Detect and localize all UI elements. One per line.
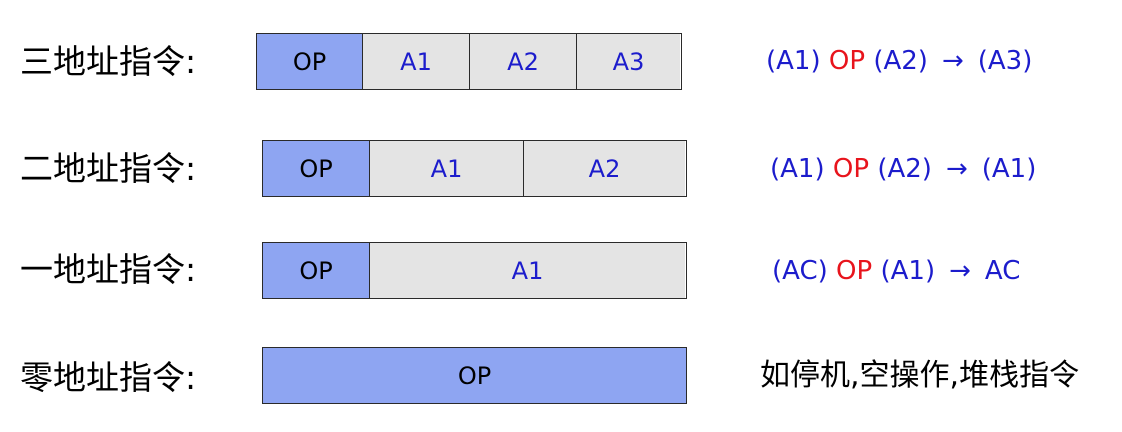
instruction-two-address: OP A1 A2 <box>262 140 687 197</box>
formula-result: (A3) <box>977 46 1033 76</box>
formula-operand-b: (A2) <box>877 154 932 184</box>
formula-op: OP <box>828 46 866 76</box>
instruction-three-address: OP A1 A2 A3 <box>256 33 682 90</box>
zero-address-note: 如停机,空操作,堆栈指令 <box>760 358 1080 393</box>
row-label-three-address: 三地址指令: <box>20 42 197 81</box>
formula-result: (A1) <box>981 154 1037 184</box>
formula-operand-a: (A1) <box>770 154 825 184</box>
field-op: OP <box>263 141 370 196</box>
field-op: OP <box>263 348 686 403</box>
formula-operand-a: (A1) <box>766 46 821 76</box>
field-op: OP <box>263 243 370 298</box>
field-a2: A2 <box>470 34 577 89</box>
instruction-zero-address: OP <box>262 347 687 404</box>
arrow-icon: → <box>941 46 964 76</box>
row-label-one-address: 一地址指令: <box>20 250 197 289</box>
field-a1: A1 <box>370 243 685 298</box>
field-op: OP <box>257 34 363 89</box>
field-a2: A2 <box>524 141 685 196</box>
formula-operand-b: (A1) <box>880 256 936 286</box>
arrow-icon: → <box>945 154 968 184</box>
formula-op: OP <box>836 256 873 286</box>
field-a3: A3 <box>577 34 680 89</box>
formula-three-address: (A1) OP (A2) → (A3) <box>766 48 1032 74</box>
formula-operand-a: (AC) <box>772 256 828 286</box>
arrow-icon: → <box>949 256 971 286</box>
formula-op: OP <box>832 154 870 184</box>
formula-operand-b: (A2) <box>873 46 928 76</box>
formula-result: AC <box>984 256 1021 286</box>
field-a1: A1 <box>363 34 470 89</box>
row-label-two-address: 二地址指令: <box>20 149 197 188</box>
formula-two-address: (A1) OP (A2) → (A1) <box>770 156 1036 182</box>
formula-one-address: (AC) OP (A1) → AC <box>772 258 1020 284</box>
field-a1: A1 <box>370 141 524 196</box>
row-label-zero-address: 零地址指令: <box>20 358 197 397</box>
instruction-one-address: OP A1 <box>262 242 687 299</box>
